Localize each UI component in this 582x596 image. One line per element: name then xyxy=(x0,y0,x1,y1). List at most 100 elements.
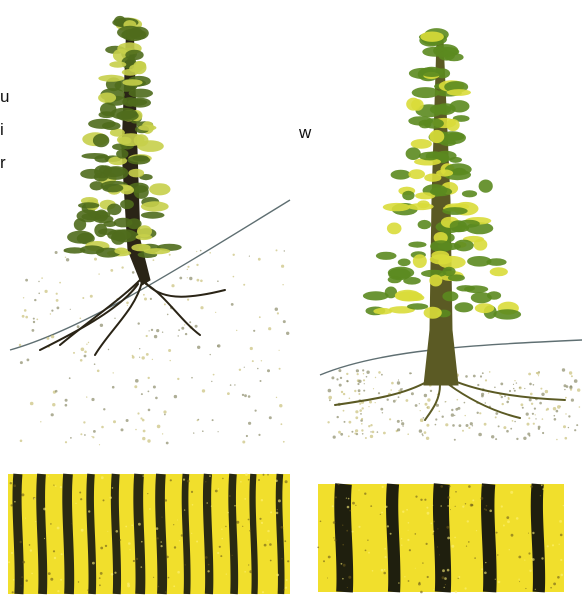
wood-grain-speckle xyxy=(161,545,163,547)
ground-speckle xyxy=(181,327,184,330)
wood-grain-speckle xyxy=(439,554,440,555)
ground-speckle xyxy=(279,368,281,370)
ground-speckle xyxy=(571,375,573,377)
ground-speckle xyxy=(193,432,194,433)
ground-speckle xyxy=(564,384,567,387)
ground-line xyxy=(10,200,290,350)
wood-grain-speckle xyxy=(561,574,564,577)
wood-grain-speckle xyxy=(8,561,10,563)
ground-speckle xyxy=(343,393,345,395)
wood-grain-speckle xyxy=(277,509,278,510)
foliage-tuft xyxy=(436,169,453,176)
wood-grain-speckle xyxy=(347,506,350,509)
wood-grain-speckle xyxy=(381,569,384,572)
wood-grain-speckle xyxy=(495,579,496,580)
ground-speckle xyxy=(358,380,361,383)
ground-speckle xyxy=(284,250,285,251)
ground-speckle xyxy=(501,396,503,398)
wood-grain-speckle xyxy=(34,498,36,500)
ground-speckle xyxy=(426,424,429,427)
ground-speckle xyxy=(164,414,166,416)
wood-grain-speckle xyxy=(349,510,351,512)
ground-speckle xyxy=(185,333,187,335)
wood-grain-speckle xyxy=(184,509,185,510)
wood-grain-speckle xyxy=(385,556,387,558)
wood-grain-speckle xyxy=(110,497,112,499)
wood-grain-speckle xyxy=(474,557,476,559)
ground-speckle xyxy=(372,431,375,434)
wood-grain-speckle xyxy=(177,571,180,574)
wood-grain-speckle xyxy=(390,533,392,535)
root xyxy=(146,284,200,335)
ground-speckle xyxy=(152,359,153,360)
wood-grain-speckle xyxy=(281,558,282,559)
ground-speckle xyxy=(135,379,139,383)
wood-grain-speckle xyxy=(81,529,84,532)
foliage-clump xyxy=(383,200,479,215)
foliage-tuft xyxy=(98,93,116,104)
wood-grain-speckle xyxy=(486,505,488,507)
wood-grain-speckle xyxy=(426,543,428,545)
ground-speckle xyxy=(354,433,356,435)
ground-speckle xyxy=(268,327,271,330)
ground-speckle xyxy=(283,441,285,443)
ground-speckle xyxy=(479,412,481,414)
wood-grain-speckle xyxy=(385,506,387,508)
ground-speckle xyxy=(407,433,409,435)
ground-speckle xyxy=(509,390,511,392)
ground-speckle xyxy=(396,399,397,400)
ground-speckle xyxy=(171,284,174,287)
ground-speckle xyxy=(532,413,534,415)
wood-grain-speckle xyxy=(168,577,170,579)
ground-speckle xyxy=(565,437,568,440)
wood-grain-speckle xyxy=(335,496,337,498)
ground-speckle xyxy=(420,410,421,411)
wood-grain-speckle xyxy=(78,581,79,582)
ground-speckle xyxy=(541,393,544,396)
foliage-tuft xyxy=(408,242,426,248)
wood-grain-speckle xyxy=(158,586,159,587)
ground-speckle xyxy=(51,310,53,312)
wood-grain-speckle xyxy=(99,577,101,579)
ground-speckle xyxy=(389,418,391,420)
wood-grain-speckle xyxy=(503,525,505,527)
ground-speckle xyxy=(354,390,356,392)
ground-speckle xyxy=(132,271,135,274)
ground-speckle xyxy=(168,349,171,352)
wood-grain-speckle xyxy=(161,517,162,518)
wood-grain-speckle xyxy=(442,569,445,572)
ground-speckle xyxy=(215,312,216,313)
root xyxy=(425,385,440,420)
wood-grain-speckle xyxy=(449,485,451,487)
wood-grain-speckle xyxy=(518,579,519,580)
ground-speckle xyxy=(155,397,158,400)
ground-speckle xyxy=(402,425,403,426)
wood-grain-speckle xyxy=(437,528,438,529)
ground-speckle xyxy=(269,416,272,419)
foliage-tuft xyxy=(471,292,492,303)
ground-speckle xyxy=(177,378,179,380)
ground-speckle xyxy=(357,373,359,375)
ground-speckle xyxy=(464,402,466,404)
wood-grain-speckle xyxy=(261,499,263,501)
wood-grain-speckle xyxy=(218,488,219,489)
ground-speckle xyxy=(495,438,497,440)
growth-ring-band xyxy=(253,474,255,594)
foliage-tuft xyxy=(376,252,397,260)
wood-grain-speckle xyxy=(26,580,28,582)
ground-speckle xyxy=(267,369,270,372)
ground-speckle xyxy=(420,418,424,422)
ground-speckle xyxy=(375,377,376,378)
ground-speckle xyxy=(439,411,441,413)
wood-grain-speckle xyxy=(129,549,130,550)
wood-grain-speckle xyxy=(72,523,73,524)
ground-speckle xyxy=(557,405,561,409)
wood-grain-speckle xyxy=(215,490,218,493)
ground-speckle xyxy=(30,402,34,406)
wood-grain-speckle xyxy=(264,544,267,547)
ground-speckle xyxy=(422,435,423,436)
wood-grain-speckle xyxy=(541,557,543,559)
ground-speckle xyxy=(80,318,82,320)
foliage-tuft xyxy=(442,267,455,276)
wood-grain-speckle xyxy=(365,550,367,552)
